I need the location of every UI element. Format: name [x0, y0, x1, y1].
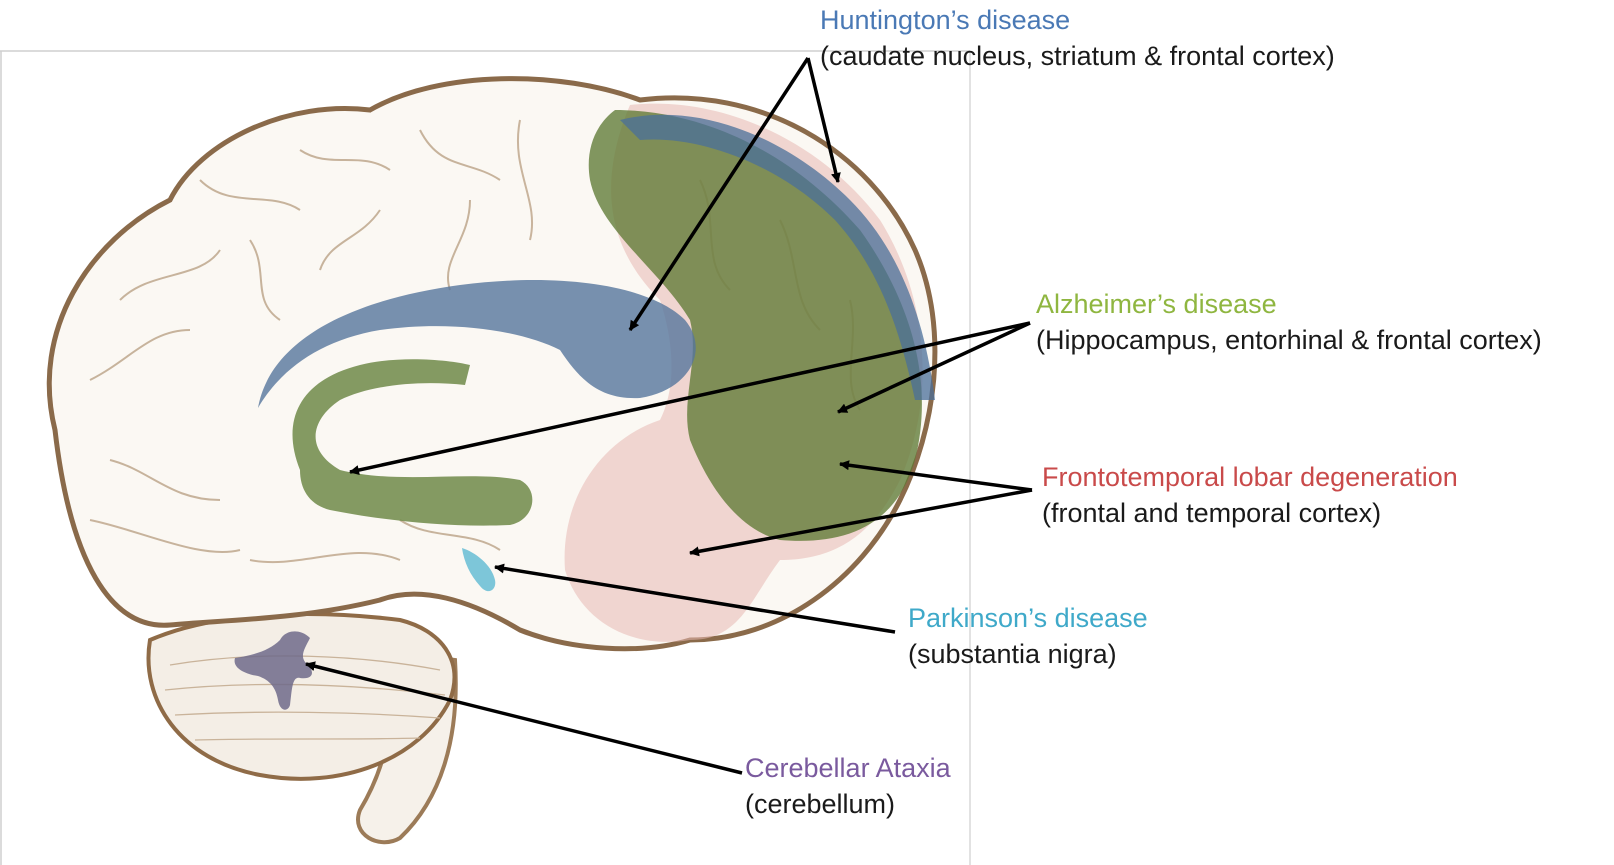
- cerebellar-label: Cerebellar Ataxia (cerebellum): [745, 750, 951, 822]
- ftld-name: Frontotemporal lobar degeneration: [1042, 459, 1458, 495]
- alzheimer-regions: (Hippocampus, entorhinal & frontal corte…: [1036, 322, 1542, 358]
- ftld-label: Frontotemporal lobar degeneration (front…: [1042, 459, 1458, 531]
- parkinson-name: Parkinson’s disease: [908, 600, 1148, 636]
- alzheimer-name: Alzheimer’s disease: [1036, 286, 1542, 322]
- parkinson-regions: (substantia nigra): [908, 636, 1148, 672]
- huntington-label: Huntington’s disease (caudate nucleus, s…: [820, 2, 1335, 74]
- ftld-regions: (frontal and temporal cortex): [1042, 495, 1458, 531]
- alzheimer-label: Alzheimer’s disease (Hippocampus, entorh…: [1036, 286, 1542, 358]
- parkinson-label: Parkinson’s disease (substantia nigra): [908, 600, 1148, 672]
- huntington-regions: (caudate nucleus, striatum & frontal cor…: [820, 38, 1335, 74]
- huntington-name: Huntington’s disease: [820, 2, 1335, 38]
- cerebellar-regions: (cerebellum): [745, 786, 951, 822]
- cerebellar-name: Cerebellar Ataxia: [745, 750, 951, 786]
